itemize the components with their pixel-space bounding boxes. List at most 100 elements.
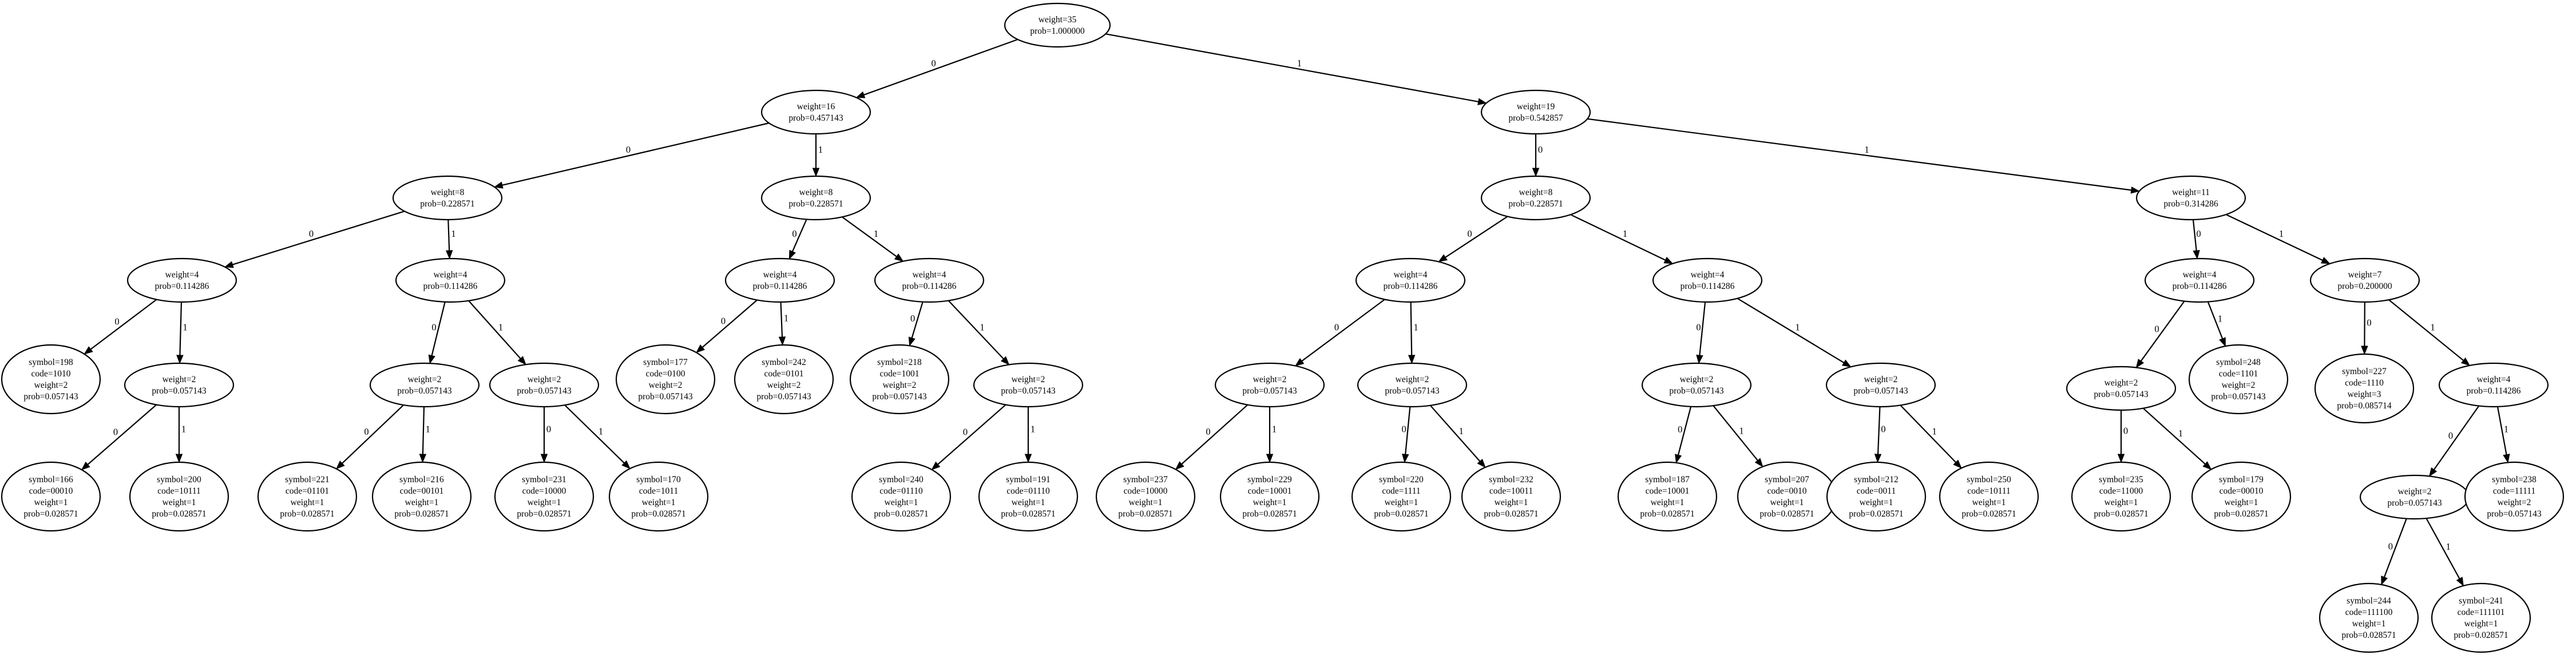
edge-line <box>1301 299 1385 362</box>
edge-label: 1 <box>784 313 788 324</box>
node-weight-text: weight=2 <box>1864 375 1898 384</box>
node-prob-text: prob=0.057143 <box>1242 386 1297 396</box>
edge: 0 <box>931 404 1006 470</box>
edge: 1 <box>176 301 188 364</box>
node-ellipse <box>494 461 595 532</box>
edge-line <box>2496 406 2507 455</box>
node-weight-text: weight=4 <box>1394 270 1428 280</box>
edge-label: 0 <box>963 426 968 437</box>
arrowhead-icon <box>1477 98 1487 105</box>
arrowhead-icon <box>445 250 453 260</box>
node-prob-text: prob=0.057143 <box>517 386 572 396</box>
edge: 1 <box>2388 299 2471 366</box>
edge: 1 <box>948 300 1010 366</box>
node-symbol-text: symbol=212 <box>1854 475 1899 485</box>
node-ellipse <box>849 344 950 415</box>
node-code-text: code=111100 <box>2345 608 2393 617</box>
edge-line <box>1429 405 1481 462</box>
arrowhead-icon <box>788 249 796 260</box>
arrowhead-icon <box>493 181 504 189</box>
node-ellipse <box>2071 461 2171 532</box>
edge-line <box>780 301 783 338</box>
node-ellipse <box>1461 461 1562 532</box>
edge: 0 <box>2117 410 2128 463</box>
node-weight-text: weight=16 <box>797 102 835 112</box>
arrowhead-icon <box>931 461 941 470</box>
node-code-text: code=11111 <box>2493 486 2535 496</box>
node-ellipse <box>126 257 237 303</box>
node-weight-text: weight=2 <box>649 380 683 390</box>
edge-label: 0 <box>431 322 436 333</box>
node-ellipse <box>2188 344 2289 415</box>
edge: 1 <box>1713 405 1763 467</box>
node-ellipse <box>2309 257 2420 303</box>
edge-label: 0 <box>2196 228 2201 239</box>
edge-label: 1 <box>2430 322 2435 333</box>
node-ellipse <box>1480 175 1591 221</box>
node-prob-text: prob=0.057143 <box>2487 509 2542 519</box>
edge: 1 <box>1408 301 1418 364</box>
node-ellipse <box>1617 461 1718 532</box>
node-code-text: code=10000 <box>1124 486 1168 496</box>
node-prob-text: prob=0.085714 <box>2337 401 2392 411</box>
arrowhead-icon <box>224 261 234 268</box>
arrowhead-icon <box>1266 454 1274 463</box>
edge-line <box>1900 404 1956 463</box>
node-symbol-text: symbol=179 <box>2219 475 2264 485</box>
node-weight-text: weight=1 <box>1129 498 1163 507</box>
node-weight-text: weight=4 <box>165 270 199 280</box>
node-weight-text: weight=2 <box>163 375 196 384</box>
arrowhead-icon <box>1294 358 1305 367</box>
arrowhead-icon <box>1175 461 1184 470</box>
node-weight-text: weight=2 <box>883 380 917 390</box>
node-weight-text: weight=2 <box>2398 487 2432 497</box>
edge-label: 0 <box>1206 426 1210 437</box>
node-code-text: code=0011 <box>1857 486 1896 496</box>
edge-line <box>2207 301 2224 339</box>
node-ellipse <box>760 89 871 135</box>
node-weight-text: weight=1 <box>1385 498 1418 507</box>
edge-label: 1 <box>1413 322 1418 333</box>
edge-label: 1 <box>498 322 503 333</box>
node-weight-text: weight=1 <box>1495 498 1528 507</box>
edge-line <box>1713 405 1758 461</box>
arrowhead-icon <box>2503 454 2510 463</box>
node-ellipse <box>1357 362 1468 408</box>
edge-line <box>564 404 625 464</box>
edge-label: 0 <box>2123 426 2128 436</box>
node-prob-text: prob=0.028571 <box>152 509 206 519</box>
node-prob-text: prob=0.028571 <box>1759 509 1814 519</box>
edge-label: 0 <box>721 315 726 326</box>
edge-label: 1 <box>2279 228 2284 239</box>
node-code-text: code=1101 <box>2219 369 2258 379</box>
edge: 0 <box>788 219 807 260</box>
node-ellipse <box>371 461 472 532</box>
edge-line <box>2383 518 2407 578</box>
node-code-text: code=00101 <box>400 486 444 496</box>
node-weight-text: weight=1 <box>1972 498 2006 507</box>
edge: 1 <box>2142 407 2212 470</box>
edge-label: 0 <box>626 144 631 155</box>
node-ellipse <box>2464 461 2565 532</box>
node-code-text: code=0101 <box>764 369 803 379</box>
node-symbol-text: symbol=191 <box>1006 475 1051 485</box>
node-symbol-text: symbol=187 <box>1645 475 1690 485</box>
edge-label: 0 <box>364 426 368 437</box>
node-weight-text: weight=1 <box>1253 498 1287 507</box>
node-code-text: code=00010 <box>2220 486 2264 496</box>
arrowhead-icon <box>2381 575 2388 586</box>
leaf-node: symbol=241code=111101weight=1prob=0.0285… <box>2431 582 2531 653</box>
node-symbol-text: symbol=200 <box>157 475 201 485</box>
node-symbol-text: symbol=207 <box>1765 475 1809 485</box>
node-ellipse <box>1355 257 1466 303</box>
